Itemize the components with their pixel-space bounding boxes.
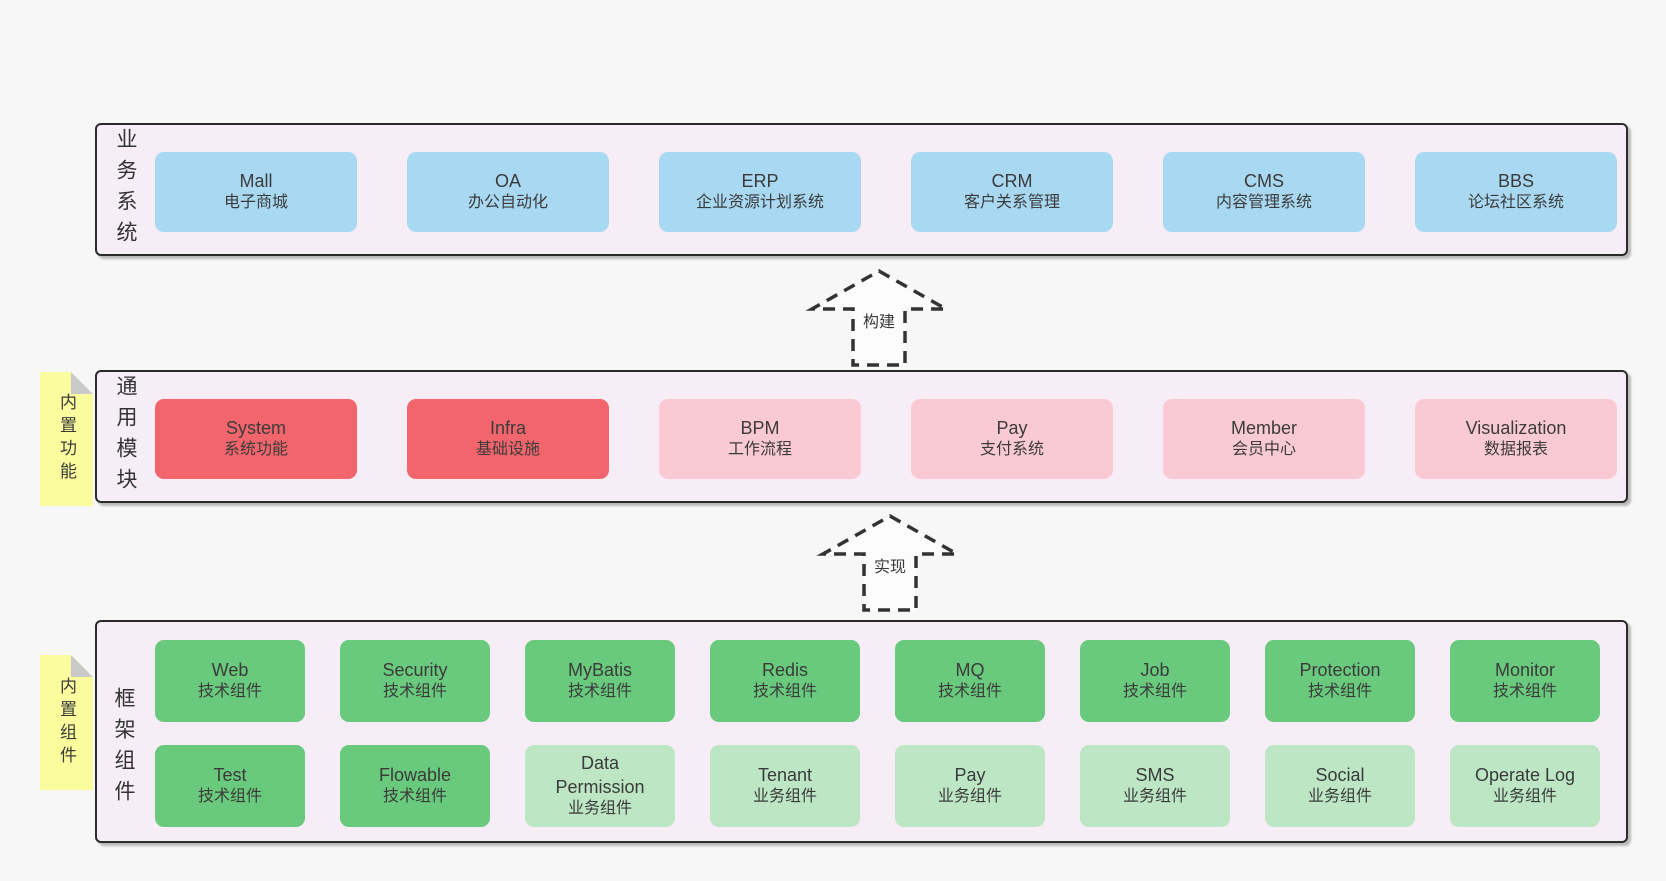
box-member: Member 会员中心 [1163, 399, 1365, 479]
box-mall: Mall 电子商城 [155, 152, 357, 232]
sticky-tab-label: 内置功能 [57, 393, 76, 485]
box-cms: CMS 内容管理系统 [1163, 152, 1365, 232]
box-subtitle: 办公自动化 [467, 194, 548, 212]
box-subtitle: 技术组件 [567, 683, 632, 701]
box-title: MQ [955, 659, 985, 680]
box-title: Visualization [1465, 417, 1567, 438]
box-title: Mall [239, 170, 273, 191]
sticky-tab-label: 内置组件 [57, 676, 76, 769]
box-monitor: Monitor 技术组件 [1450, 640, 1600, 722]
box-mybatis: MyBatis 技术组件 [525, 640, 675, 722]
box-title: Web [211, 659, 249, 680]
panel-side-label: 框架组件 [112, 686, 135, 811]
box-subtitle: 电子商城 [223, 194, 288, 212]
box-title: OA [494, 170, 521, 191]
panel-side-label: 通用模块 [114, 374, 137, 499]
box-title: Data Permission [555, 753, 645, 797]
arrow-label: 构建 [860, 307, 898, 333]
box-crm: CRM 客户关系管理 [911, 152, 1113, 232]
box-title: Protection [1299, 659, 1381, 680]
box-title: ERP [741, 170, 779, 191]
box-pay-module: Pay 支付系统 [911, 399, 1113, 479]
sticky-tab-built-in-components: 内置组件 [40, 655, 93, 790]
box-subtitle: 系统功能 [223, 441, 288, 459]
box-subtitle: 客户关系管理 [963, 194, 1060, 212]
arrow-label: 实现 [871, 552, 909, 578]
box-subtitle: 论坛社区系统 [1467, 194, 1564, 212]
box-subtitle: 技术组件 [1492, 683, 1557, 701]
box-tenant: Tenant 业务组件 [710, 745, 860, 827]
box-title: Infra [489, 417, 527, 438]
panel-common-modules: 通用模块 System 系统功能 Infra 基础设施 BPM 工作流程 Pay… [95, 370, 1628, 503]
box-title: BBS [1497, 170, 1535, 191]
box-system: System 系统功能 [155, 399, 357, 479]
box-erp: ERP 企业资源计划系统 [659, 152, 861, 232]
box-subtitle: 技术组件 [752, 683, 817, 701]
box-subtitle: 工作流程 [727, 441, 792, 459]
box-subtitle: 业务组件 [1492, 788, 1557, 806]
panel-framework-components: 框架组件 Web 技术组件 Security 技术组件 MyBatis 技术组件… [95, 620, 1628, 843]
box-subtitle: 基础设施 [475, 441, 540, 459]
box-title: Test [213, 764, 247, 785]
box-bbs: BBS 论坛社区系统 [1415, 152, 1617, 232]
box-title: Tenant [757, 764, 813, 785]
box-subtitle: 技术组件 [1307, 683, 1372, 701]
box-mq: MQ 技术组件 [895, 640, 1045, 722]
box-title: Social [1315, 764, 1365, 785]
box-subtitle: 技术组件 [1122, 683, 1187, 701]
up-arrow-implement: 实现 [815, 513, 965, 613]
box-title: Pay [954, 764, 986, 785]
box-subtitle: 技术组件 [197, 683, 262, 701]
box-title: Flowable [378, 764, 452, 785]
box-subtitle: 数据报表 [1483, 441, 1548, 459]
box-title: Monitor [1494, 659, 1556, 680]
box-title: Operate Log [1474, 764, 1576, 785]
box-social: Social 业务组件 [1265, 745, 1415, 827]
box-subtitle: 技术组件 [937, 683, 1002, 701]
box-redis: Redis 技术组件 [710, 640, 860, 722]
box-bpm: BPM 工作流程 [659, 399, 861, 479]
box-title: Pay [996, 417, 1028, 438]
box-subtitle: 会员中心 [1231, 441, 1296, 459]
box-title: CRM [991, 170, 1033, 191]
box-operate-log: Operate Log 业务组件 [1450, 745, 1600, 827]
box-flowable: Flowable 技术组件 [340, 745, 490, 827]
box-subtitle: 内容管理系统 [1215, 194, 1312, 212]
box-oa: OA 办公自动化 [407, 152, 609, 232]
box-protection: Protection 技术组件 [1265, 640, 1415, 722]
box-title: System [225, 417, 286, 438]
box-title: Job [1140, 659, 1170, 680]
panel-side-label: 业务系统 [114, 127, 137, 252]
box-visualization: Visualization 数据报表 [1415, 399, 1617, 479]
up-arrow-build: 构建 [804, 268, 954, 368]
box-subtitle: 技术组件 [382, 788, 447, 806]
panel-business-systems: 业务系统 Mall 电子商城 OA 办公自动化 ERP 企业资源计划系统 CRM… [95, 123, 1628, 256]
box-subtitle: 业务组件 [1307, 788, 1372, 806]
box-title: Security [382, 659, 448, 680]
box-title: CMS [1244, 170, 1284, 191]
box-subtitle: 业务组件 [752, 788, 817, 806]
box-test: Test 技术组件 [155, 745, 305, 827]
box-infra: Infra 基础设施 [407, 399, 609, 479]
sticky-tab-built-in-features: 内置功能 [40, 372, 93, 506]
box-title: SMS [1135, 764, 1175, 785]
box-security: Security 技术组件 [340, 640, 490, 722]
box-subtitle: 技术组件 [197, 788, 262, 806]
box-subtitle: 业务组件 [937, 788, 1002, 806]
box-title: BPM [740, 417, 780, 438]
box-title: MyBatis [567, 659, 632, 680]
box-subtitle: 业务组件 [1122, 788, 1187, 806]
box-job: Job 技术组件 [1080, 640, 1230, 722]
box-subtitle: 企业资源计划系统 [695, 194, 824, 212]
box-sms: SMS 业务组件 [1080, 745, 1230, 827]
box-subtitle: 技术组件 [382, 683, 447, 701]
box-subtitle: 支付系统 [979, 441, 1044, 459]
box-title: Redis [761, 659, 809, 680]
box-title: Member [1230, 417, 1297, 438]
box-subtitle: 业务组件 [567, 799, 632, 817]
box-data-permission: Data Permission 业务组件 [525, 745, 675, 827]
box-pay-component: Pay 业务组件 [895, 745, 1045, 827]
box-web: Web 技术组件 [155, 640, 305, 722]
